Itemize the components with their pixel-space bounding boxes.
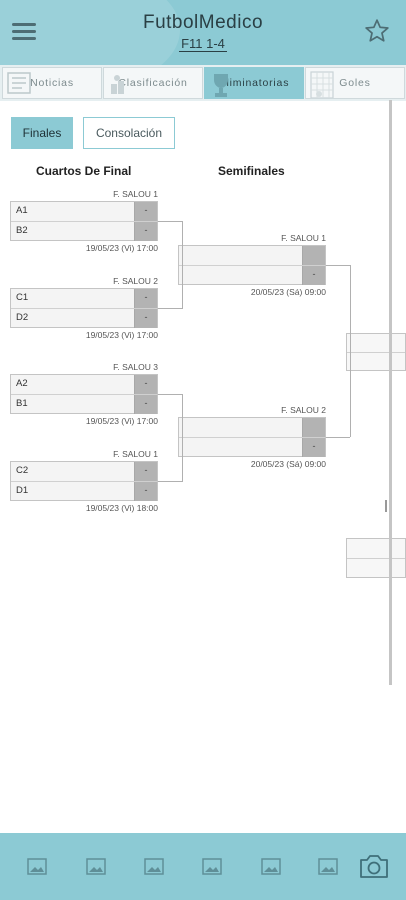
- team-row: A2 -: [11, 375, 157, 394]
- match-venue: F. SALOU 2: [281, 405, 326, 415]
- team-row: -: [179, 438, 325, 457]
- team-score: [302, 246, 325, 265]
- row-divider: [179, 437, 325, 438]
- team-name: B2: [16, 225, 28, 236]
- team-score: -: [134, 395, 157, 414]
- third-place-match-box[interactable]: [346, 538, 406, 578]
- image-icon[interactable]: [318, 858, 338, 875]
- match-datetime: 19/05/23 (Vi) 17:00: [85, 416, 158, 426]
- team-row: [179, 418, 325, 437]
- team-score: -: [134, 289, 157, 308]
- match-box[interactable]: A2 - B1 -: [10, 374, 158, 414]
- goal-net-icon: [310, 71, 334, 98]
- match-box[interactable]: C1 - D2 -: [10, 288, 158, 328]
- team-name: C2: [16, 465, 29, 476]
- match-venue: F. SALOU 3: [113, 362, 158, 372]
- star-icon[interactable]: [364, 18, 390, 44]
- row-divider: [347, 558, 405, 559]
- team-row: B2 -: [11, 222, 157, 241]
- semifinals-title: Semifinales: [218, 164, 285, 178]
- image-icon[interactable]: [86, 858, 106, 875]
- row-divider: [11, 394, 157, 395]
- tab-bar: Noticias Clasificación Eliminatorias Gol…: [0, 65, 406, 101]
- image-icon[interactable]: [261, 858, 281, 875]
- team-row: D1 -: [11, 482, 157, 501]
- team-score: -: [134, 375, 157, 394]
- menu-icon[interactable]: [12, 23, 36, 41]
- team-score: -: [134, 462, 157, 481]
- row-divider: [179, 265, 325, 266]
- scroll-indicator: [385, 500, 391, 512]
- image-icon[interactable]: [27, 858, 47, 875]
- tab-clasificacion[interactable]: Clasificación: [103, 67, 203, 99]
- match-box[interactable]: C2 - D1 -: [10, 461, 158, 501]
- tab-eliminatorias[interactable]: Eliminatorias: [204, 67, 304, 99]
- match-datetime: 20/05/23 (Sá) 09:00: [250, 287, 326, 297]
- match-venue: F. SALOU 1: [113, 449, 158, 459]
- team-row: C2 -: [11, 462, 157, 481]
- match-box[interactable]: -: [178, 417, 326, 457]
- team-score: [302, 418, 325, 437]
- vertical-scrollbar[interactable]: [389, 100, 392, 685]
- team-row: -: [179, 266, 325, 285]
- match-venue: F. SALOU 2: [113, 276, 158, 286]
- final-match-box[interactable]: [346, 333, 406, 371]
- team-name: D2: [16, 312, 29, 323]
- tab-label: Eliminatorias: [218, 77, 290, 89]
- team-row: [179, 246, 325, 265]
- team-score: -: [302, 438, 325, 457]
- consolacion-button[interactable]: Consolación: [83, 117, 175, 149]
- image-icon[interactable]: [144, 858, 164, 875]
- app-header: [0, 0, 406, 65]
- finales-button[interactable]: Finales: [11, 117, 73, 149]
- news-icon: [7, 72, 31, 94]
- match-datetime: 19/05/23 (Vi) 18:00: [85, 503, 158, 513]
- image-icon[interactable]: [202, 858, 222, 875]
- tab-noticias[interactable]: Noticias: [2, 67, 102, 99]
- team-row: B1 -: [11, 395, 157, 414]
- trophy-icon: [214, 74, 228, 97]
- tab-goles[interactable]: Goles: [305, 67, 405, 99]
- match-datetime: 20/05/23 (Sá) 09:00: [250, 459, 326, 469]
- match-venue: F. SALOU 1: [113, 189, 158, 199]
- team-score: -: [134, 309, 157, 328]
- team-name: A1: [16, 205, 28, 216]
- match-box[interactable]: A1 - B2 -: [10, 201, 158, 241]
- row-divider: [11, 221, 157, 222]
- row-divider: [11, 308, 157, 309]
- team-row: A1 -: [11, 202, 157, 221]
- category-subtitle[interactable]: F11 1-4: [179, 36, 227, 52]
- tab-label: Clasificación: [118, 77, 188, 89]
- team-name: D1: [16, 485, 29, 496]
- ranking-icon: [111, 75, 124, 94]
- team-name: B1: [16, 398, 28, 409]
- team-score: -: [134, 202, 157, 221]
- team-score: -: [302, 266, 325, 285]
- team-name: C1: [16, 292, 29, 303]
- match-datetime: 19/05/23 (Vi) 17:00: [85, 243, 158, 253]
- team-row: C1 -: [11, 289, 157, 308]
- camera-icon[interactable]: [358, 852, 390, 880]
- match-venue: F. SALOU 1: [281, 233, 326, 243]
- tab-label: Noticias: [30, 77, 74, 89]
- team-row: D2 -: [11, 309, 157, 328]
- app-title: FutbolMedico: [142, 12, 264, 33]
- team-score: -: [134, 482, 157, 501]
- team-score: -: [134, 222, 157, 241]
- match-datetime: 19/05/23 (Vi) 17:00: [85, 330, 158, 340]
- team-name: A2: [16, 378, 28, 389]
- row-divider: [347, 352, 405, 353]
- tab-label: Goles: [339, 77, 371, 89]
- quarterfinals-title: Cuartos De Final: [36, 164, 132, 178]
- match-box[interactable]: -: [178, 245, 326, 285]
- row-divider: [11, 481, 157, 482]
